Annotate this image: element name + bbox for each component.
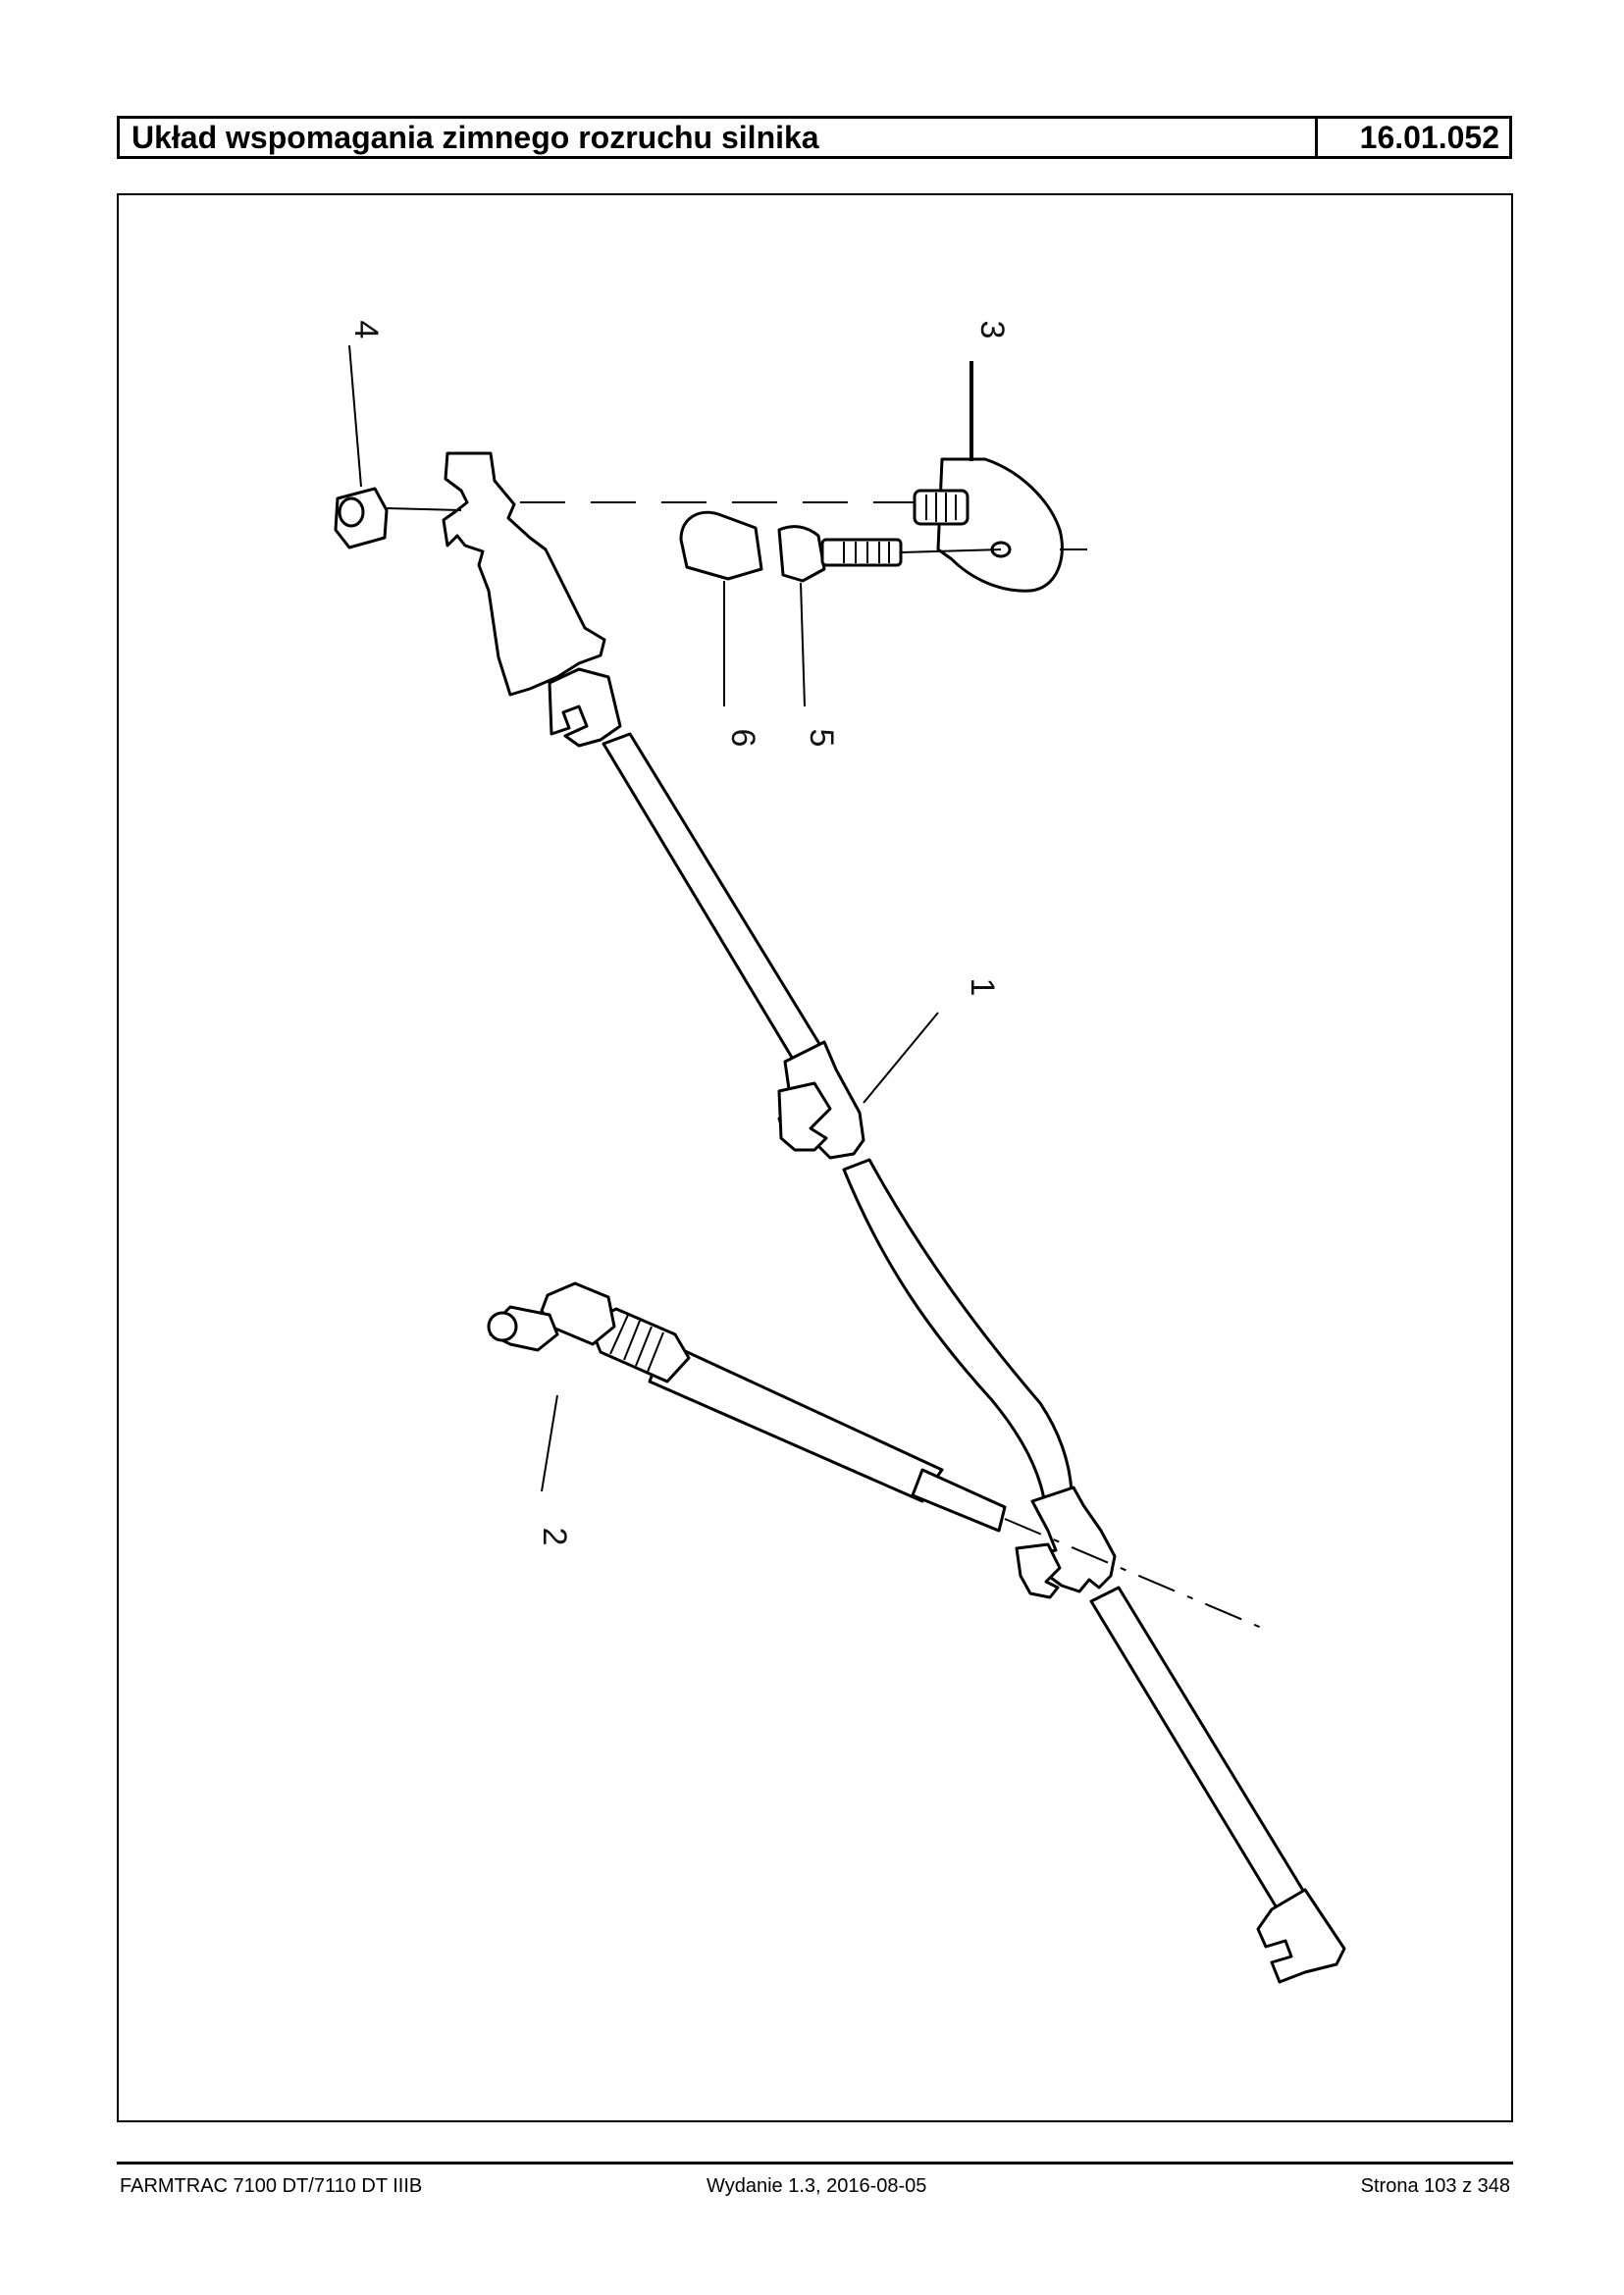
callout-6: 6 [724, 729, 761, 748]
cap-nut-6 [679, 510, 763, 581]
nut-4-hole [338, 496, 365, 528]
cable-segment-lower [1089, 1586, 1307, 1911]
footer-edition: Wydanie 1.3, 2016-08-05 [707, 2175, 927, 2197]
section-code: 16.01.052 [1315, 119, 1509, 156]
glow-plug-terminal-nut [487, 1311, 518, 1342]
axis-line-nut [386, 507, 462, 511]
footer-rule [117, 2162, 1513, 2165]
cable-middle-fork [777, 1081, 832, 1152]
cable-segment-upper [602, 732, 826, 1068]
glow-plug-body [648, 1348, 944, 1503]
axis-line-bolt [900, 548, 1002, 553]
page-header: Układ wspomagania zimnego rozruchu silni… [117, 116, 1512, 159]
page-title: Układ wspomagania zimnego rozruchu silni… [131, 120, 819, 155]
leader-2 [541, 1394, 558, 1492]
cable-upper-bracket [442, 451, 606, 697]
stud-thread [913, 489, 969, 526]
footer-page-number: Strona 103 z 348 [1360, 2175, 1510, 2197]
leader-5 [800, 582, 806, 707]
leader-1 [863, 1012, 939, 1104]
glow-plug-tip [911, 1468, 1007, 1533]
callout-2: 2 [536, 1528, 573, 1546]
cable-end-fitting [1256, 1888, 1346, 1984]
callout-4: 4 [347, 321, 385, 339]
cable-lower-fork [1015, 1542, 1062, 1599]
axis-line-plug [1004, 1518, 1265, 1630]
bolt-5-head [777, 525, 826, 583]
cable-upper-fork [548, 667, 622, 748]
callout-5: 5 [803, 729, 840, 748]
callout-1: 1 [964, 978, 1001, 997]
footer-model: FARMTRAC 7100 DT/7110 DT IIIB [120, 2175, 423, 2197]
leader-4 [348, 344, 362, 488]
callout-3: 3 [973, 321, 1011, 339]
mounting-plate [936, 457, 1064, 593]
diagram-frame [117, 193, 1513, 2122]
